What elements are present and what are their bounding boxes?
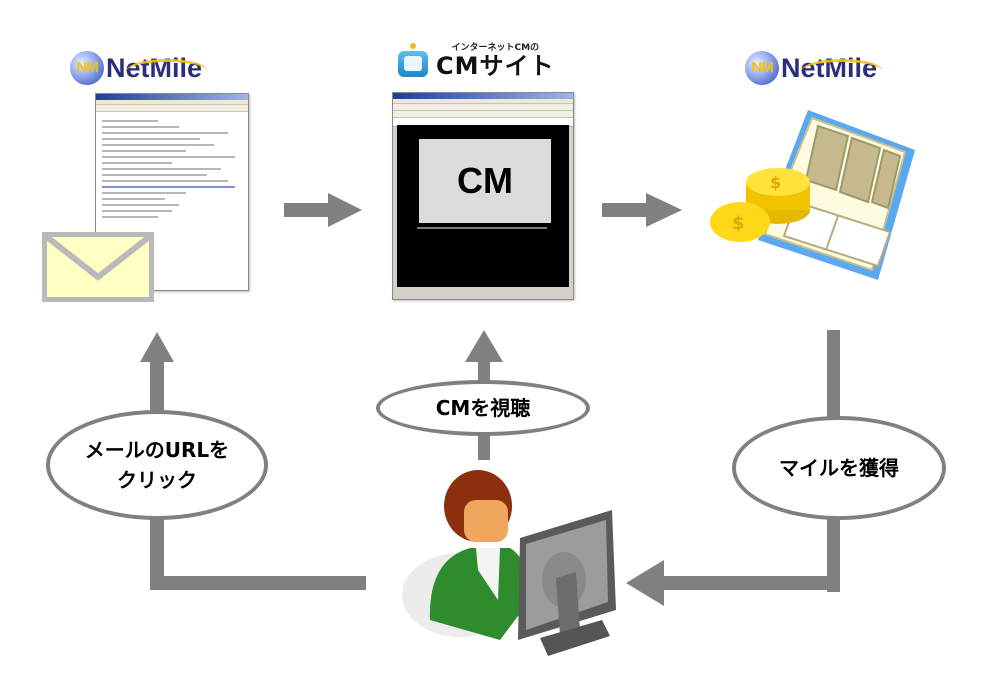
step-click-url-label-line2: クリック [116, 468, 197, 492]
cm-browser-screenshot: CM [392, 92, 574, 300]
arrow-passbook-to-user [626, 330, 840, 606]
person-face [464, 500, 508, 542]
envelope-icon [42, 232, 154, 302]
arrow-cm-to-passbook [602, 193, 682, 227]
netmile-wordmark: NetMile [781, 53, 884, 84]
coin-stack-icon: $ $ [710, 168, 810, 242]
cm-site-subtitle: インターネットCMの [451, 43, 540, 53]
netmile-globe-icon: NM [70, 51, 104, 85]
step-earn-miles-label: マイルを獲得 [779, 456, 899, 480]
svg-text:$: $ [770, 173, 781, 192]
step-earn-miles-bubble: マイルを獲得 [732, 416, 946, 520]
cm-site-logo: インターネットCMの CMサイト [398, 40, 555, 79]
netmile-globe-icon: NM [745, 51, 779, 85]
step-click-url-label-line1: メールのURLを [84, 438, 230, 462]
arrow-mail-to-cm [284, 193, 362, 227]
step-watch-cm-label: CMを視聴 [435, 396, 531, 420]
cm-site-name: CMサイト [436, 52, 555, 80]
person-shirt [429, 548, 530, 640]
user-at-computer-icon [402, 470, 616, 656]
cm-video-placeholder: CM [419, 139, 551, 223]
arrow-user-to-mail [140, 332, 366, 590]
mileage-passbook-icon: $ $ [710, 110, 915, 280]
svg-text:$: $ [732, 213, 745, 234]
step-click-url-bubble: メールのURLを クリック [46, 410, 268, 520]
netmile-logo-left: NM NetMile [70, 50, 209, 86]
netmile-logo-right: NM NetMile [745, 50, 884, 86]
step-watch-cm-bubble: CMを視聴 [376, 380, 590, 436]
netmile-wordmark: NetMile [106, 53, 209, 84]
tv-mascot-icon [398, 42, 428, 77]
